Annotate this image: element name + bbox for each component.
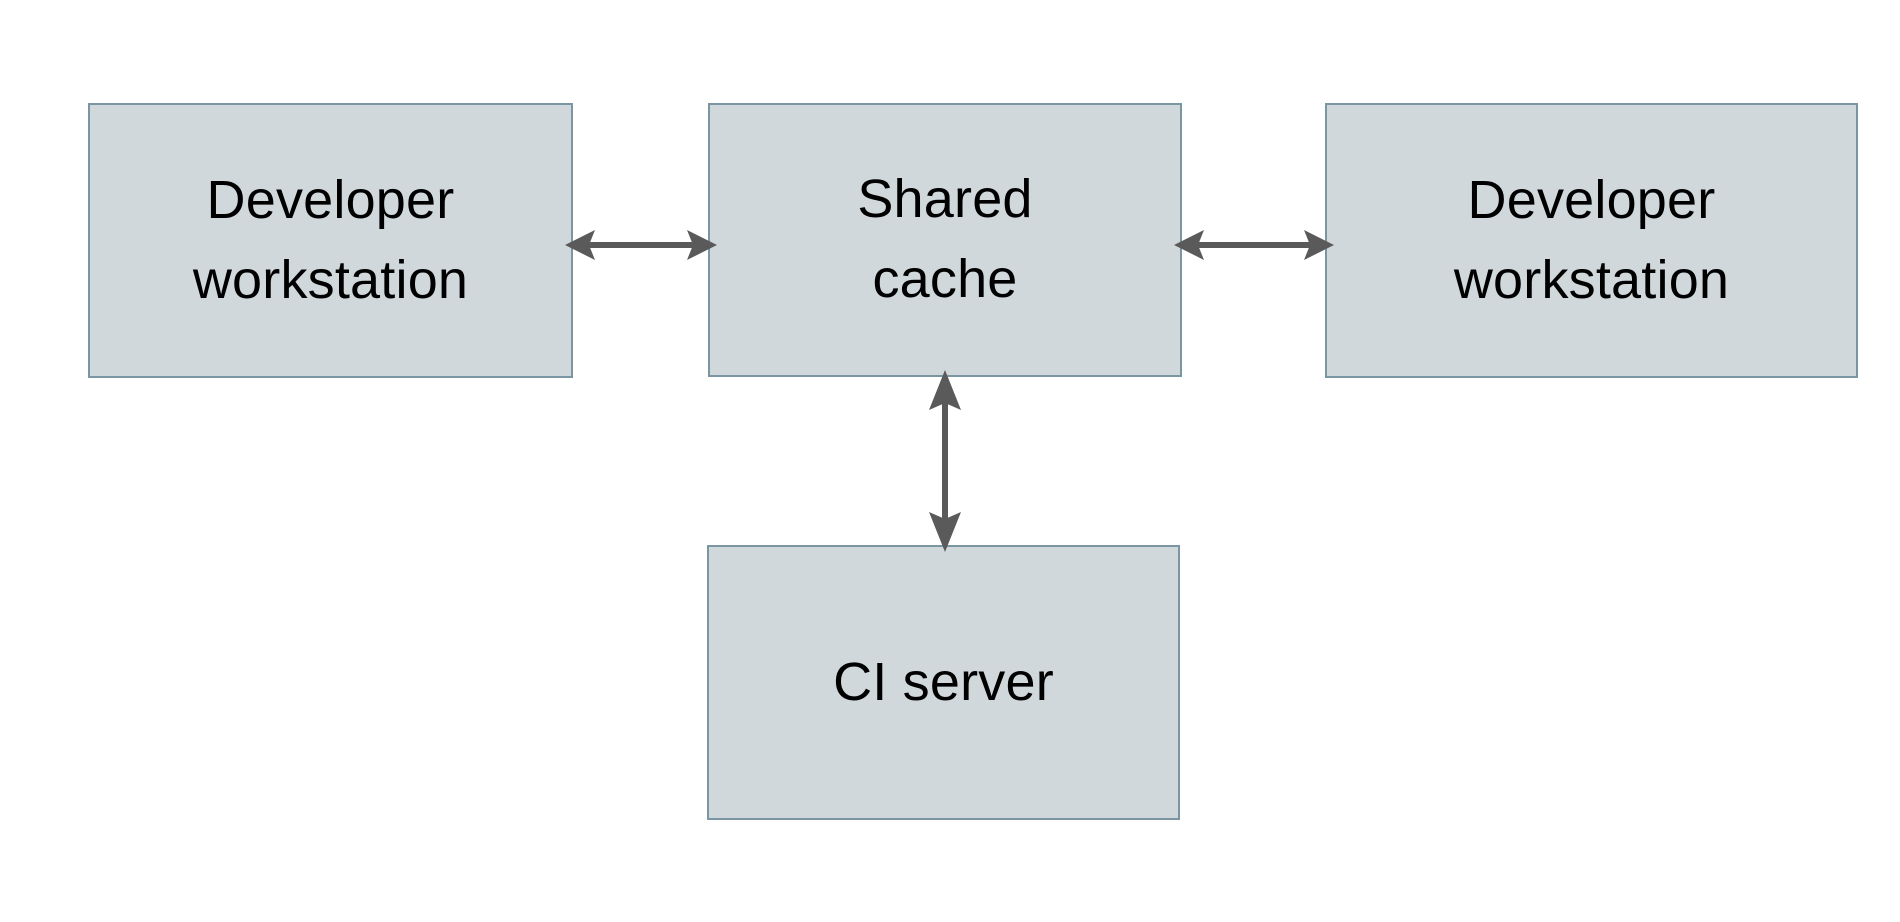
edge-dev-left-to-cache-bidirectional-arrow[interactable] [565,215,717,275]
node-shared-cache[interactable]: Shared cache [708,103,1182,377]
arrowhead-left-icon [1174,230,1204,260]
arrowhead-up-icon [929,370,961,410]
edge-cache-to-dev-right-bidirectional-arrow[interactable] [1174,215,1334,275]
node-developer-workstation-right[interactable]: Developer workstation [1325,103,1858,378]
node-label: Developer workstation [192,169,469,310]
arrowhead-right-icon [687,230,717,260]
node-label: CI server [833,651,1054,712]
node-label: Shared cache [857,169,1033,309]
node-label: Developer workstation [1453,169,1730,310]
arrowhead-left-icon [565,230,595,260]
node-ci-server[interactable]: CI server [707,545,1180,820]
edge-cache-to-ci-bidirectional-arrow[interactable] [915,370,975,552]
node-developer-workstation-left[interactable]: Developer workstation [88,103,573,378]
arrowhead-right-icon [1304,230,1334,260]
arrowhead-down-icon [929,512,961,552]
